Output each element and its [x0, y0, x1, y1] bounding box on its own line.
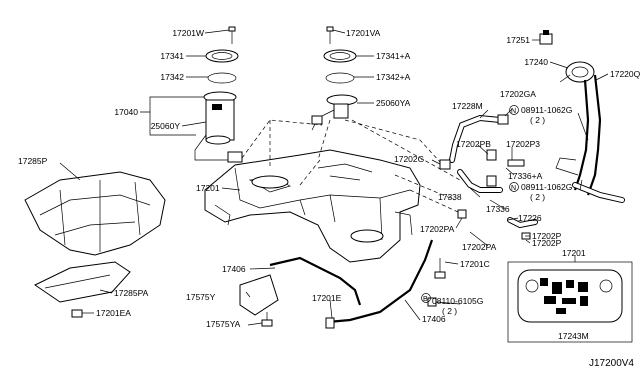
fuel-sender-assembly: [311, 26, 358, 131]
label-17202GA: 17202GA: [500, 89, 536, 99]
label-08110-6105G-qty: ( 2 ): [442, 306, 457, 316]
label-17202PB: 17202PB: [456, 139, 491, 149]
label-17406-2: 17406: [422, 314, 446, 324]
label-17336: 17336: [486, 204, 510, 214]
label-17220Q: 17220Q: [610, 69, 640, 79]
label-17202G: 17202G: [394, 154, 424, 164]
label-17575YA: 17575YA: [206, 319, 241, 329]
label-17285P: 17285P: [18, 156, 48, 166]
label-circle-b: B: [423, 296, 428, 303]
label-circle-n-2: N: [511, 185, 516, 192]
fuel-pump-assembly: [194, 26, 243, 163]
label-17336A: 17336+A: [508, 171, 543, 181]
label-17285PA: 17285PA: [114, 288, 149, 298]
filler-neck-assembly: [539, 30, 625, 203]
label-17202PA-1: 17202PA: [420, 224, 455, 234]
label-17201EA: 17201EA: [96, 308, 131, 318]
label-17202P-1: 17202P: [532, 231, 562, 241]
label-17040: 17040: [114, 107, 138, 117]
label-17202P3: 17202P3: [506, 139, 540, 149]
label-08911-1062G-1: 08911-1062G: [521, 105, 572, 115]
label-17251: 17251: [506, 35, 530, 45]
label-17342: 17342: [160, 72, 184, 82]
label-17201C: 17201C: [460, 259, 490, 269]
label-17575Y: 17575Y: [186, 292, 216, 302]
label-17240: 17240: [524, 57, 548, 67]
dashed-connectors: [241, 119, 461, 213]
label-08911-1062G-1-qty: ( 2 ): [530, 115, 545, 125]
label-08911-1062G-2: 08911-1062G: [521, 182, 572, 192]
part-labels: 17201W 17341 17342 17040 25060Y 17201VA …: [18, 28, 640, 369]
label-08110-6105G: 08110-6105G: [432, 296, 483, 306]
label-17201W: 17201W: [172, 28, 204, 38]
label-17201E: 17201E: [312, 293, 342, 303]
inset-box: [507, 261, 633, 343]
label-17228M: 17228M: [452, 101, 483, 111]
label-17201: 17201: [196, 183, 220, 193]
heat-shield: [24, 171, 166, 303]
label-17201-inset: 17201: [562, 248, 586, 258]
label-17226: 17226: [518, 213, 542, 223]
fuel-tank: [204, 149, 421, 263]
label-17201VA: 17201VA: [346, 28, 381, 38]
label-circle-n-1: N: [511, 108, 516, 115]
label-08911-1062G-2-qty: ( 2 ): [530, 192, 545, 202]
label-25060Y: 25060Y: [151, 121, 181, 131]
label-25060YA: 25060YA: [376, 98, 411, 108]
label-17342A: 17342+A: [376, 72, 411, 82]
vent-hose-assembly: [439, 114, 538, 240]
label-17341A: 17341+A: [376, 51, 411, 61]
label-17406-1: 17406: [222, 264, 246, 274]
figure-reference: J17200V4: [589, 358, 634, 369]
label-17243M: 17243M: [558, 331, 589, 341]
circle-markers: [421, 105, 519, 303]
tank-straps: [71, 239, 446, 329]
label-17338: 17338: [438, 192, 462, 202]
label-17341: 17341: [160, 51, 184, 61]
label-17202P-2: 17202P: [532, 238, 562, 248]
label-17202PA-2: 17202PA: [462, 242, 497, 252]
leader-lines: [59, 29, 609, 326]
